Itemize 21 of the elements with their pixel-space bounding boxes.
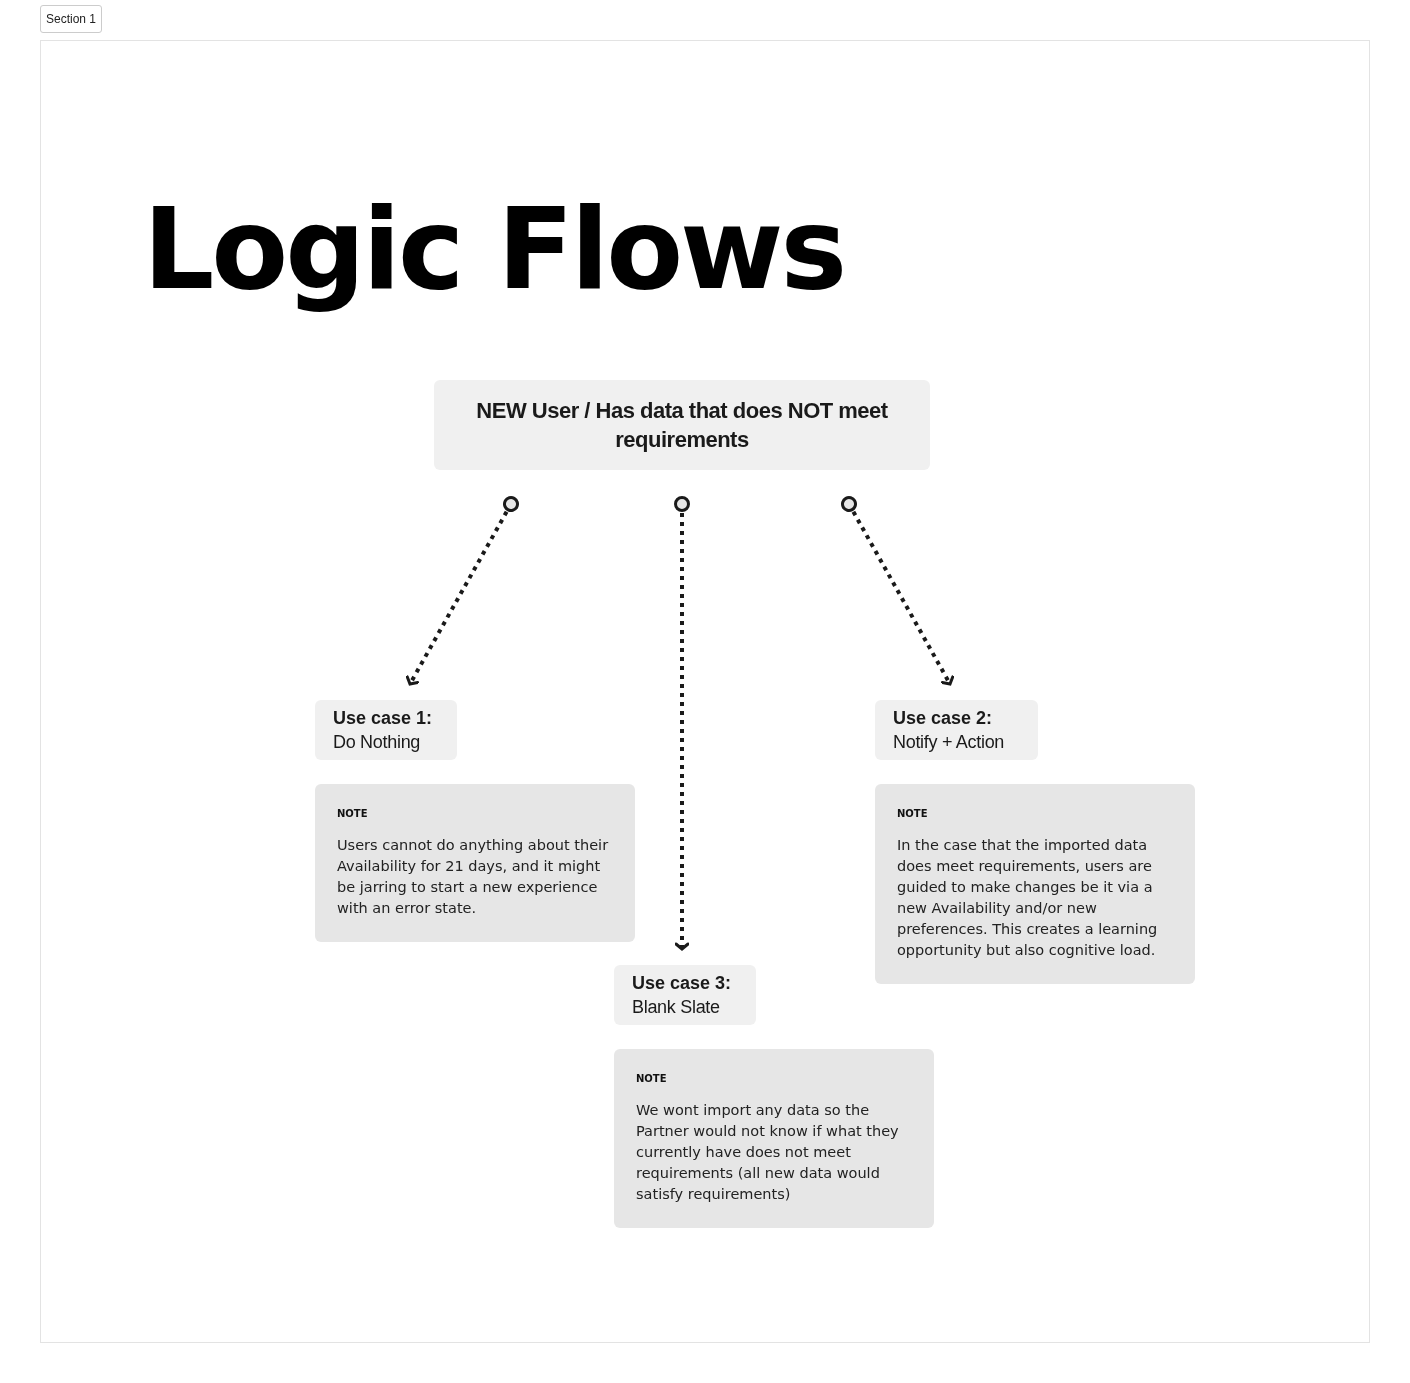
use-case-heading: Use case 3: [632,972,732,995]
use-case-text: Do Nothing [333,731,421,754]
use-case-text: Blank Slate [632,996,720,1019]
note-card [614,1049,934,1228]
note-card [875,784,1195,984]
note-heading: NOTE [337,808,368,819]
use-case-text: Notify + Action [893,731,1005,754]
note-text: In the case that the imported data does meet requirements, users are guided to make changes be it via a new Availability and/or new preferences. This creates a learning opportunity but also cognitive load. [897,836,1159,960]
note-heading: NOTE [897,808,928,819]
title: Logic Flows [143,183,845,316]
note-text: Users cannot do anything about their Availability for 21 days, and it might be jarring to start a new experience with an error state. [337,836,610,918]
node-text: NEW User / Has data that does NOT meet requirements [475,397,889,454]
use-case-heading: Use case 1: [333,707,433,730]
note-text: We wont import any data so the Partner would not know if what they currently have does not meet requirements (all new data would satisfy requirements) [636,1101,900,1204]
note-card [315,784,635,942]
use-case-heading: Use case 2: [893,707,993,730]
note-heading: NOTE [636,1073,667,1084]
section-tab: Section 1 [40,5,103,33]
dashed-arrow [841,496,955,686]
dashed-arrow [405,496,519,686]
dashed-arrow [674,496,690,951]
